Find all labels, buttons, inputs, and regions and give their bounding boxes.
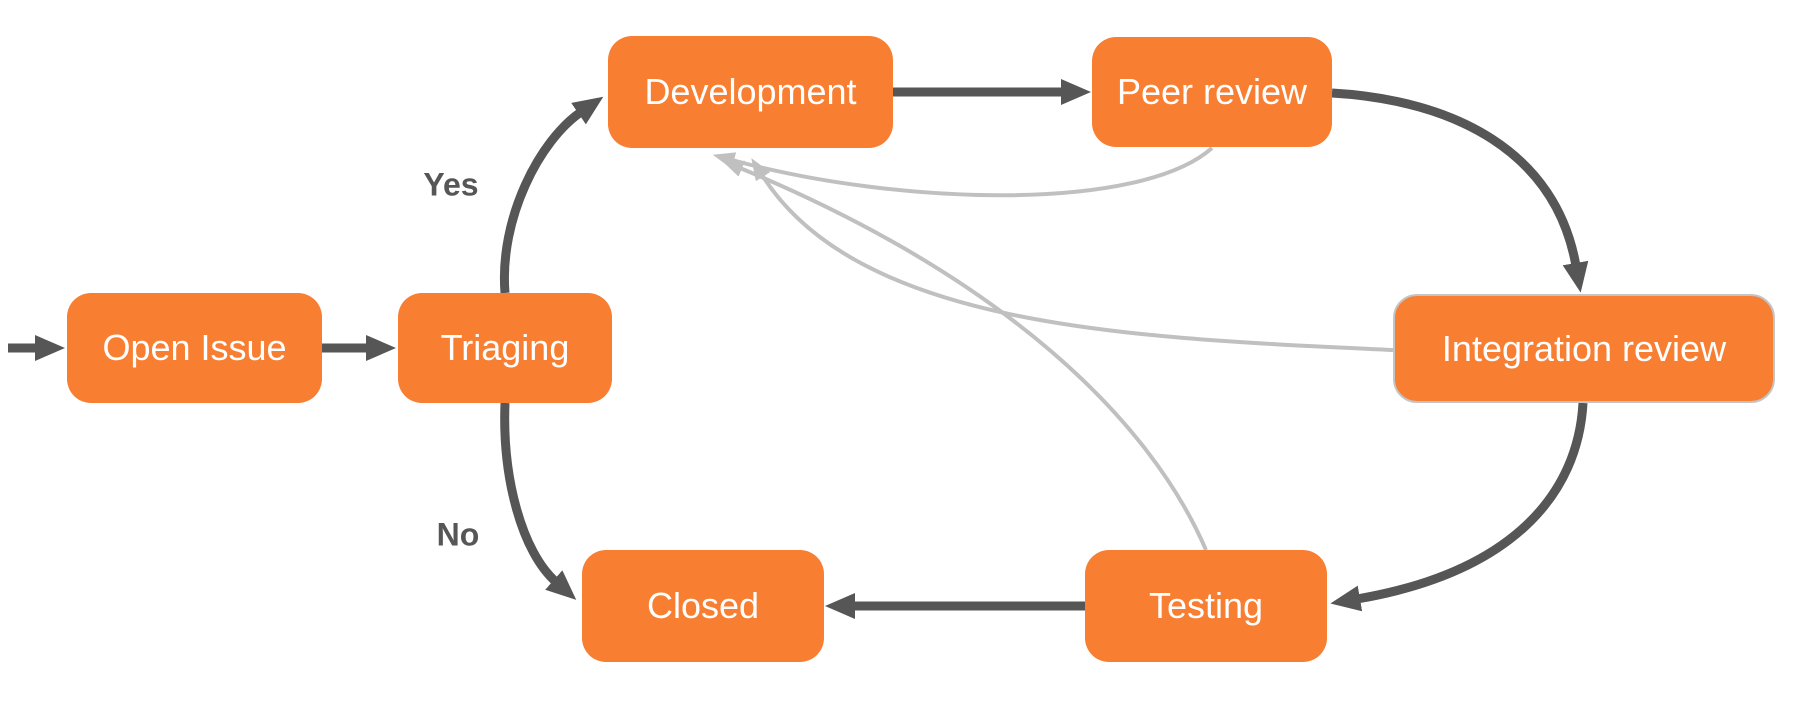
edge-triaging-to-closed-no <box>500 402 577 600</box>
edge-integration-review-to-testing <box>1330 402 1588 612</box>
node-open-issue: Open Issue <box>67 293 322 403</box>
node-triaging-label: Triaging <box>440 327 570 368</box>
edge-feedback-peer-review-to-development <box>712 146 1214 198</box>
edge-feedback-testing-to-development <box>721 160 1208 551</box>
edge-label-yes: Yes <box>423 166 479 203</box>
node-development: Development <box>608 36 893 148</box>
edge-label-no: No <box>436 516 480 553</box>
node-integration-review-label: Integration review <box>1441 327 1727 369</box>
node-peer-review: Peer review <box>1092 37 1332 147</box>
node-triaging: Triaging <box>398 293 612 403</box>
node-peer-review-label: Peer review <box>1116 71 1308 112</box>
edge-feedback-integration-review-to-development <box>751 158 1394 352</box>
node-closed: Closed <box>582 550 824 662</box>
node-integration-review: Integration review <box>1393 294 1775 403</box>
edge-triaging-to-development-yes <box>499 96 604 294</box>
node-development-label: Development <box>644 71 857 112</box>
node-closed-label: Closed <box>646 585 760 626</box>
node-testing: Testing <box>1085 550 1327 662</box>
node-testing-label: Testing <box>1148 585 1264 626</box>
edge-peer-review-to-integration-review <box>1331 88 1589 293</box>
node-open-issue-label: Open Issue <box>102 327 287 368</box>
